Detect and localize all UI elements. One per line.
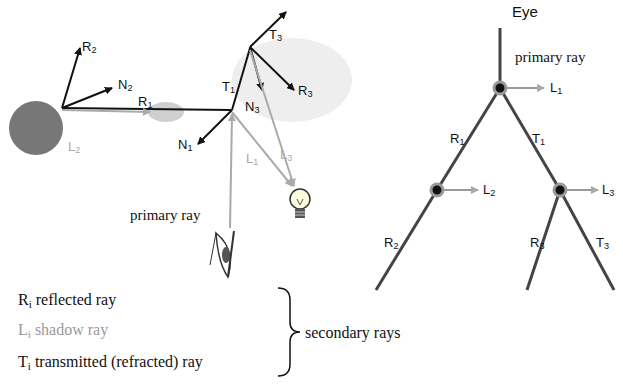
ray-label: R1 xyxy=(450,132,464,145)
ray-label: R1 xyxy=(138,95,152,108)
legend-line: Li shadow ray xyxy=(18,322,108,338)
bracket-label: secondary rays xyxy=(305,325,401,341)
shadow-ray-label: L1 xyxy=(246,152,258,165)
shadow-ray-label: L3 xyxy=(280,148,292,161)
normal-label: N3 xyxy=(245,100,259,113)
normal-label: N2 xyxy=(118,78,132,91)
primary-ray-label: primary ray xyxy=(130,208,200,223)
ray-label: R3 xyxy=(298,84,312,97)
legend-line: Ri reflected ray xyxy=(18,292,116,308)
shadow-ray-label: L1 xyxy=(550,81,562,94)
shadow-ray-label: L2 xyxy=(68,140,80,153)
ray-label: T1 xyxy=(222,80,235,93)
ray-label: T3 xyxy=(269,28,282,41)
shadow-ray-label: L2 xyxy=(483,183,495,196)
ray-label: R2 xyxy=(82,40,96,53)
ray-label: T1 xyxy=(532,132,545,145)
ray-label: T3 xyxy=(596,236,609,249)
tree-root-label: Eye xyxy=(512,4,538,19)
shadow-ray-label: L3 xyxy=(602,183,614,196)
ray-label: R2 xyxy=(384,236,398,249)
ray-label: R3 xyxy=(530,236,544,249)
legend-line: Ti transmitted (refracted) ray xyxy=(18,354,203,370)
normal-label: N1 xyxy=(178,138,192,151)
primary-ray-label: primary ray xyxy=(515,50,585,65)
